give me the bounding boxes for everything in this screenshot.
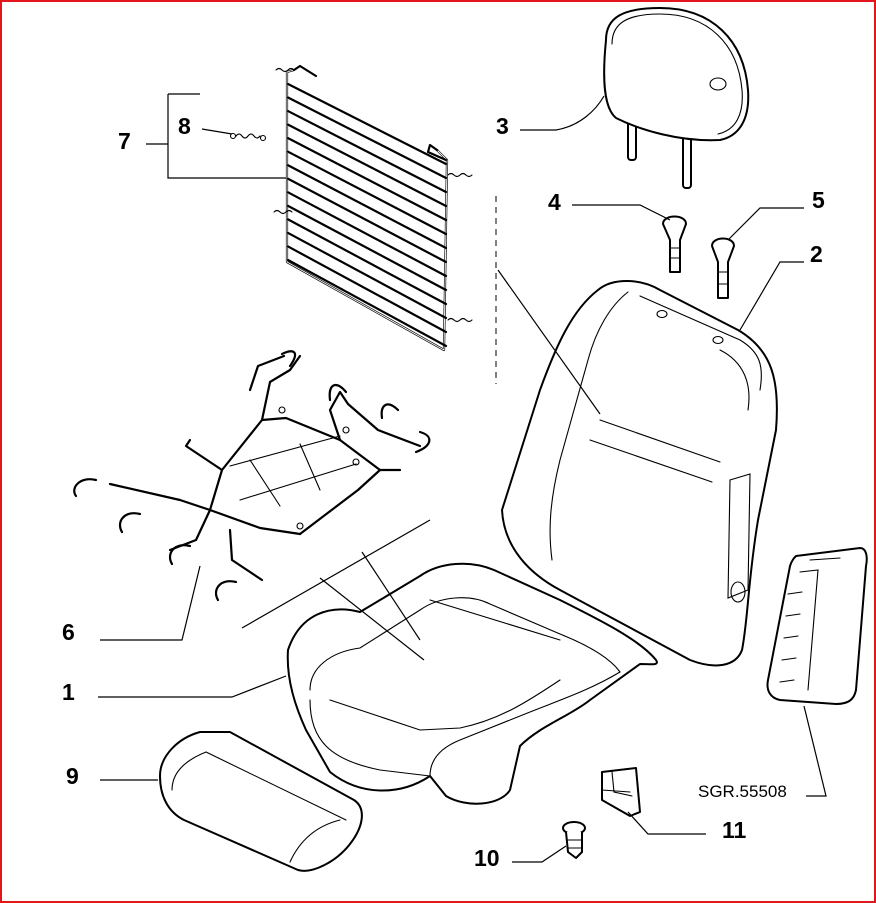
spring-grid-bar [286,82,448,166]
callout-11: 11 [722,817,747,843]
callout-6: 6 [62,619,75,645]
callout-7: 7 [118,128,131,154]
seat-backrest [495,196,778,667]
spring-grid-bar [286,231,448,320]
backrest-spring-grid [273,64,473,352]
callout-3: 3 [496,113,509,139]
callout-5: 5 [812,187,825,213]
spring-grid-bar [286,258,448,348]
callout-2: 2 [810,241,823,267]
headrest [603,7,750,189]
callout-9: 9 [66,763,79,789]
callout-1: 1 [62,679,75,705]
front-cushion-pad [159,731,363,872]
side-trim-panel [766,547,868,705]
spring-grid-bar [286,109,448,194]
callout-10: 10 [474,845,500,871]
headrest-guide-left [662,215,687,273]
leader-lines [98,93,827,863]
spring-grid-bar [286,191,448,278]
callout-labels: 7 8 3 4 5 2 6 1 9 10 11 SGR.55508 [62,113,825,871]
seat-base-frame [73,350,431,602]
spring-grid-bar [286,245,448,334]
callout-8: 8 [178,113,191,139]
seat-cushion [286,562,658,805]
spring-grid-bar [286,150,448,236]
spring-grid-bar [286,137,448,222]
spring-grid-bar [286,204,448,292]
reference-code: SGR.55508 [698,782,787,801]
push-in-fastener [562,821,586,859]
spring-grid-bar [286,96,448,180]
callout-4: 4 [548,189,561,215]
spring-grid-bar [286,218,448,306]
tension-spring [229,132,267,142]
headrest-guide-right [711,237,735,299]
spring-grid-bar [286,177,448,264]
spring-grid-bar [286,123,448,208]
spring-grid-bar [286,164,448,250]
retaining-clip [601,767,641,817]
